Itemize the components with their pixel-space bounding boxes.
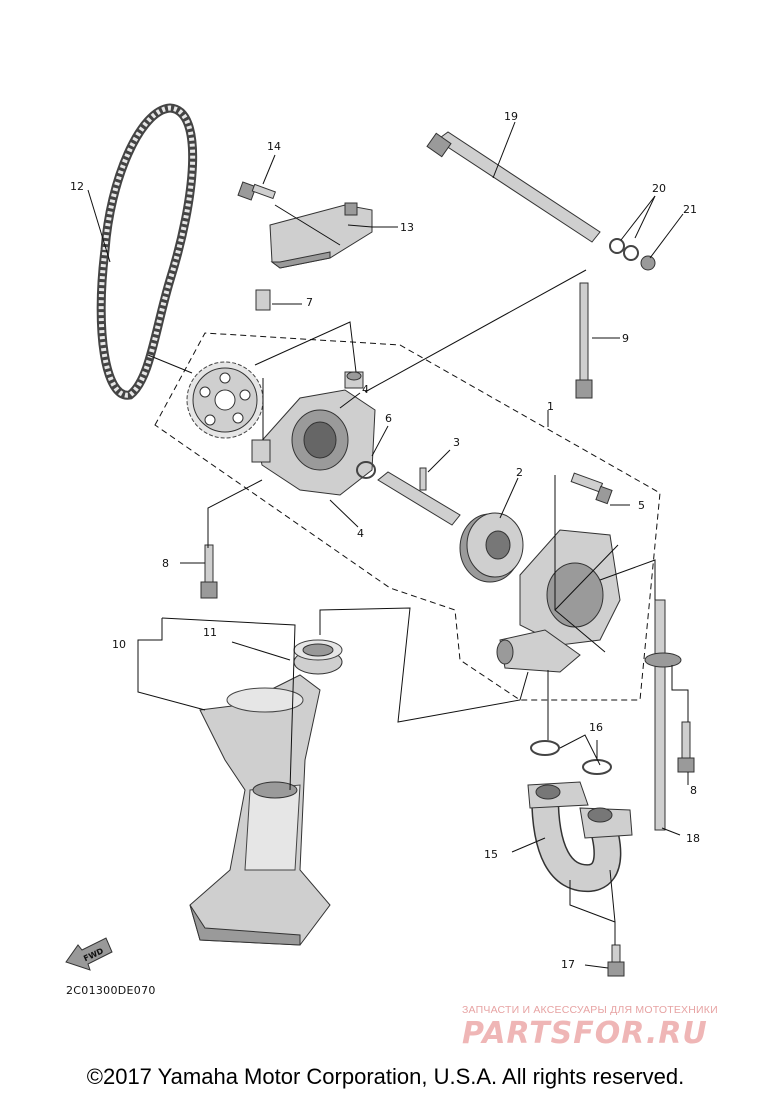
callout-1: 1: [547, 400, 554, 413]
callout-18: 18: [686, 832, 700, 845]
bolt-14: [237, 181, 277, 201]
callout-8-left: 8: [162, 557, 169, 570]
bolt-5: [570, 472, 613, 505]
bolt-8-left: [200, 544, 218, 599]
oil-pipe-15: [527, 781, 633, 892]
callout-19: 19: [504, 110, 518, 123]
o-ring-16a: [530, 740, 560, 756]
bolt-8-right: [677, 721, 695, 773]
callout-13: 13: [400, 221, 414, 234]
part-numbers: 1 2 3 4 4 5 6 7 8 8 9 10 11 12 13 14 15 …: [70, 110, 700, 971]
oil-pump-cover: [251, 371, 376, 496]
washer-20a: [609, 238, 625, 254]
o-ring-6: [356, 461, 376, 479]
pump-drive-sprocket: [186, 361, 264, 439]
callout-8-right: 8: [690, 784, 697, 797]
oil-strainer-10: [189, 674, 331, 946]
callout-7: 7: [306, 296, 313, 309]
assembly-outline: [154, 332, 661, 701]
callout-4-lower: 4: [357, 527, 364, 540]
callout-9: 9: [622, 332, 629, 345]
nut-21: [640, 255, 656, 271]
oil-pump-body: [496, 529, 621, 673]
callout-11: 11: [203, 626, 217, 639]
pin-3: [419, 467, 427, 491]
callout-6: 6: [385, 412, 392, 425]
washer-20b: [623, 245, 639, 261]
pipe-18: [644, 599, 682, 831]
callout-17: 17: [561, 958, 575, 971]
callout-2: 2: [516, 466, 523, 479]
watermark-tagline: ЗАПЧАСТИ И АКСЕССУАРЫ ДЛЯ МОТОТЕХНИКИ: [462, 1004, 718, 1016]
dowel-pin: [255, 289, 271, 311]
callout-16: 16: [589, 721, 603, 734]
pump-rotor: [459, 512, 524, 583]
bolt-9: [575, 282, 593, 399]
bolt-17: [607, 944, 625, 977]
chain-guide-plate: [269, 202, 373, 269]
forward-arrow-icon: FWD: [65, 937, 113, 971]
callout-15: 15: [484, 848, 498, 861]
callout-21: 21: [683, 203, 697, 216]
watermark-logo: PARTSFOR.RU: [462, 1016, 708, 1051]
pump-shaft: [377, 471, 461, 526]
copyright-notice: ©2017 Yamaha Motor Corporation, U.S.A. A…: [86, 1064, 685, 1089]
leader-lines: [87, 121, 689, 969]
callout-14: 14: [267, 140, 281, 153]
callout-12: 12: [70, 180, 84, 193]
callout-5: 5: [638, 499, 645, 512]
seal-11: [293, 639, 343, 675]
diagram-code: 2C01300DE070: [66, 984, 156, 997]
callout-20: 20: [652, 182, 666, 195]
rod-19: [426, 131, 601, 243]
callout-10: 10: [112, 638, 126, 651]
callout-3: 3: [453, 436, 460, 449]
callout-4-upper: 4: [362, 383, 369, 396]
o-ring-16b: [582, 759, 612, 775]
drive-chain: [96, 103, 198, 400]
